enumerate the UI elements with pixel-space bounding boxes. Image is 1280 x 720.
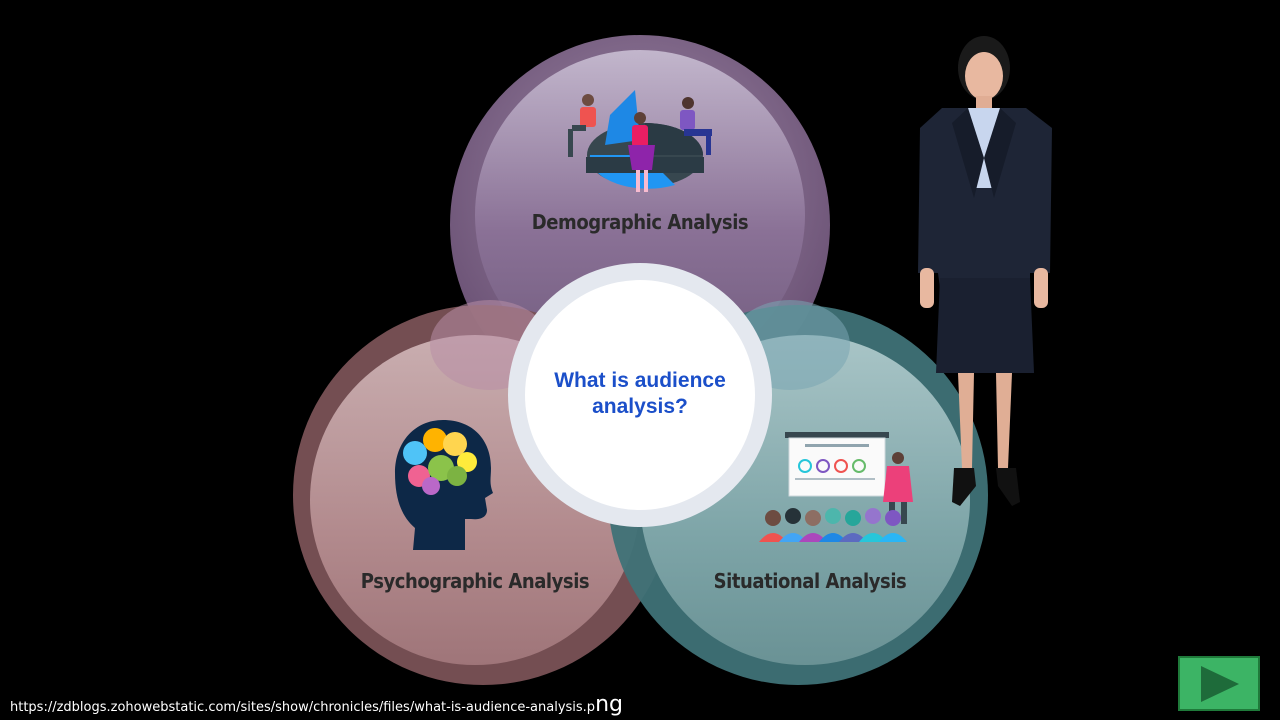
psychographic-illustration <box>395 420 493 550</box>
center-circle-inner <box>525 280 755 510</box>
play-button[interactable] <box>1178 656 1260 711</box>
situational-illustration <box>759 432 913 542</box>
demographic-illustration <box>568 90 712 192</box>
source-url-main: https://zdblogs.zohowebstatic.com/sites/… <box>10 700 596 715</box>
psychographic-label: Psychographic Analysis <box>360 569 590 593</box>
situational-label: Situational Analysis <box>713 569 907 593</box>
source-url-tail: ng <box>595 692 623 717</box>
presenter-figure <box>918 36 1052 506</box>
demographic-label: Demographic Analysis <box>531 210 749 234</box>
source-url: https://zdblogs.zohowebstatic.com/sites/… <box>10 692 623 717</box>
center-question: What is audience analysis? <box>554 369 726 418</box>
play-icon <box>1201 665 1239 702</box>
